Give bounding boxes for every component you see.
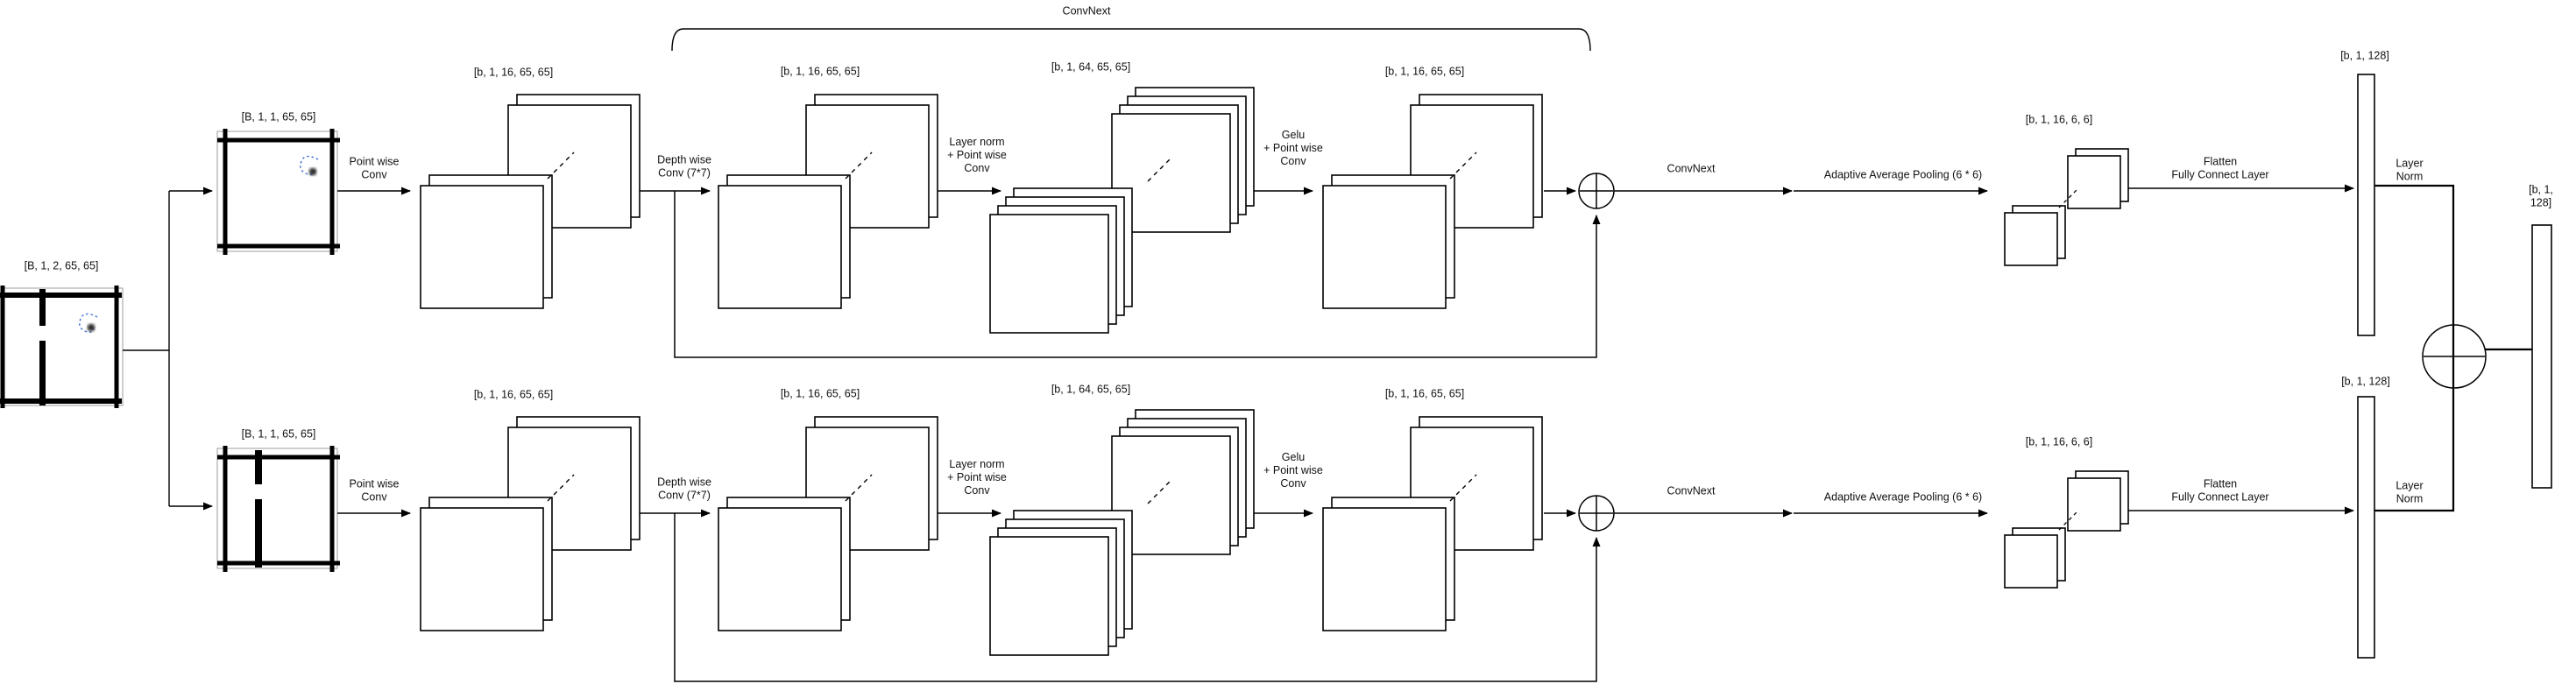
bottom-stack1-shape-label: [b, 1, 16, 65, 65] <box>473 388 554 401</box>
output-vector <box>2531 224 2552 489</box>
top-image-shape-label: [B, 1, 1, 65, 65] <box>241 110 316 123</box>
convnext-bracket-label: ConvNext <box>1062 4 1111 18</box>
bottom-gelu-pointwise-label: Gelu + Point wise Conv <box>1263 450 1323 490</box>
bottom-stack3-shape-label: [b, 1, 64, 65, 65] <box>1051 383 1131 396</box>
bottom-flow-lines <box>337 496 2354 682</box>
top-stack3-shape-label: [b, 1, 64, 65, 65] <box>1051 60 1131 74</box>
top-adaptive-pooling-label: Adaptive Average Pooling (6 * 6) <box>1823 168 1983 181</box>
top-gelu-pointwise-label: Gelu + Point wise Conv <box>1263 128 1323 167</box>
bottom-fc-vector-shape-label: [b, 1, 128] <box>2341 375 2390 388</box>
top-stack-1 <box>420 94 640 309</box>
top-pooled-stack <box>2004 148 2129 266</box>
top-stack2-shape-label: [b, 1, 16, 65, 65] <box>780 65 860 78</box>
bottom-adaptive-pooling-label: Adaptive Average Pooling (6 * 6) <box>1823 490 1983 504</box>
top-flow-lines <box>337 173 2354 358</box>
top-stack-3 <box>989 87 1255 334</box>
top-layernorm-pointwise-label: Layer norm + Point wise Conv <box>947 135 1007 174</box>
top-stack4-shape-label: [b, 1, 16, 65, 65] <box>1384 65 1465 78</box>
bottom-pooled-shape-label: [b, 1, 16, 6, 6] <box>2025 435 2093 448</box>
bottom-stack-4 <box>1322 416 1543 631</box>
top-flatten-fc-label: Flatten Fully Connect Layer <box>2171 155 2269 180</box>
layer-norm-elbows <box>2374 184 2532 512</box>
top-pooled-shape-label: [b, 1, 16, 6, 6] <box>2025 113 2093 126</box>
top-stack-4 <box>1322 94 1543 309</box>
bottom-residual-add-circle <box>1578 495 1615 532</box>
bottom-convnext-arrow-label: ConvNext <box>1667 484 1716 497</box>
top-depthwise-conv-label: Depth wise Conv (7*7) <box>657 153 711 179</box>
top-channel-image <box>216 129 340 255</box>
bottom-image-shape-label: [B, 1, 1, 65, 65] <box>241 427 316 441</box>
bottom-flatten-fc-label: Flatten Fully Connect Layer <box>2171 477 2269 503</box>
top-stack-2 <box>718 94 938 309</box>
bottom-stack-2 <box>718 416 938 631</box>
bottom-layer-norm-label: Layer Norm <box>2396 479 2424 504</box>
top-convnext-arrow-label: ConvNext <box>1667 162 1716 175</box>
input-image <box>0 286 124 408</box>
input-shape-label: [B, 1, 2, 65, 65] <box>24 259 99 272</box>
bottom-pointwise-conv-label: Point wise Conv <box>349 477 400 503</box>
bottom-channel-image <box>216 446 340 572</box>
output-shape-label: [b, 1, 128] <box>2529 183 2553 208</box>
bottom-layernorm-pointwise-label: Layer norm + Point wise Conv <box>947 457 1007 497</box>
bottom-stack4-shape-label: [b, 1, 16, 65, 65] <box>1384 387 1465 400</box>
top-layer-norm-label: Layer Norm <box>2396 157 2424 182</box>
top-pointwise-conv-label: Point wise Conv <box>349 155 400 180</box>
fusion-add-circle <box>2422 324 2487 389</box>
agent-trajectory-scribble <box>79 313 98 334</box>
bottom-stack-3 <box>989 409 1255 656</box>
top-residual-add-circle <box>1578 173 1615 209</box>
agent-trajectory-scribble <box>300 155 319 176</box>
top-fc-vector <box>2357 74 2375 336</box>
convnext-block-bracket <box>671 28 1591 52</box>
bottom-pooled-stack <box>2004 470 2129 589</box>
bottom-stack2-shape-label: [b, 1, 16, 65, 65] <box>780 387 860 400</box>
top-stack1-shape-label: [b, 1, 16, 65, 65] <box>473 66 554 79</box>
top-fc-vector-shape-label: [b, 1, 128] <box>2340 49 2389 62</box>
input-split-lines <box>123 187 213 511</box>
bottom-fc-vector <box>2357 396 2375 659</box>
bottom-depthwise-conv-label: Depth wise Conv (7*7) <box>657 476 711 501</box>
bottom-stack-1 <box>420 416 640 631</box>
